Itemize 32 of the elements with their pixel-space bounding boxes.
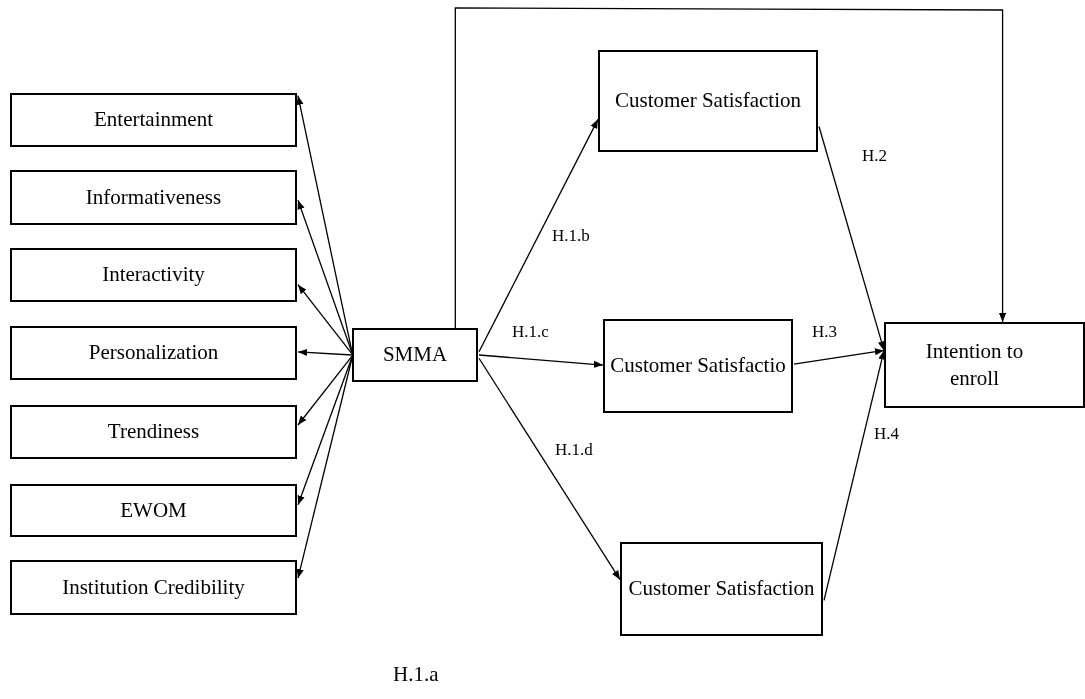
arrow — [297, 356, 353, 506]
arrow — [297, 348, 353, 357]
arrow — [478, 357, 621, 581]
arrow — [478, 354, 604, 368]
concept-box: Customer Satisfaction — [598, 50, 818, 152]
concept-box: Entertainment — [10, 93, 297, 147]
arrow — [818, 125, 885, 352]
concept-box: Institution Credibility — [10, 560, 297, 615]
edge-label: H.3 — [812, 322, 838, 342]
concept-box: Interactivity — [10, 248, 297, 302]
arrow — [454, 7, 1007, 329]
concept-box: Intention to enroll — [884, 322, 1085, 408]
arrow — [296, 357, 353, 579]
concept-box: Informativeness — [10, 170, 297, 225]
edge-label: H.1.c — [512, 322, 549, 342]
arrow — [793, 348, 885, 365]
arrow — [297, 355, 353, 426]
concept-box: Customer Satisfaction — [620, 542, 823, 636]
hypothesis-label: H.1.a — [393, 662, 439, 687]
edge-label: H.1.d — [555, 440, 593, 460]
edge-label: H.1.b — [552, 226, 590, 246]
arrow — [823, 349, 886, 601]
edge-label: H.2 — [862, 146, 888, 166]
edge-label: H.4 — [874, 424, 900, 444]
concept-box: EWOM — [10, 484, 297, 537]
concept-box: SMMA — [352, 328, 478, 382]
arrow — [297, 284, 353, 355]
concept-box: Personalization — [10, 326, 297, 380]
arrow — [478, 118, 599, 353]
concept-box: Customer Satisfactio — [603, 319, 793, 413]
arrow — [297, 199, 353, 354]
concept-box: Trendiness — [10, 405, 297, 459]
